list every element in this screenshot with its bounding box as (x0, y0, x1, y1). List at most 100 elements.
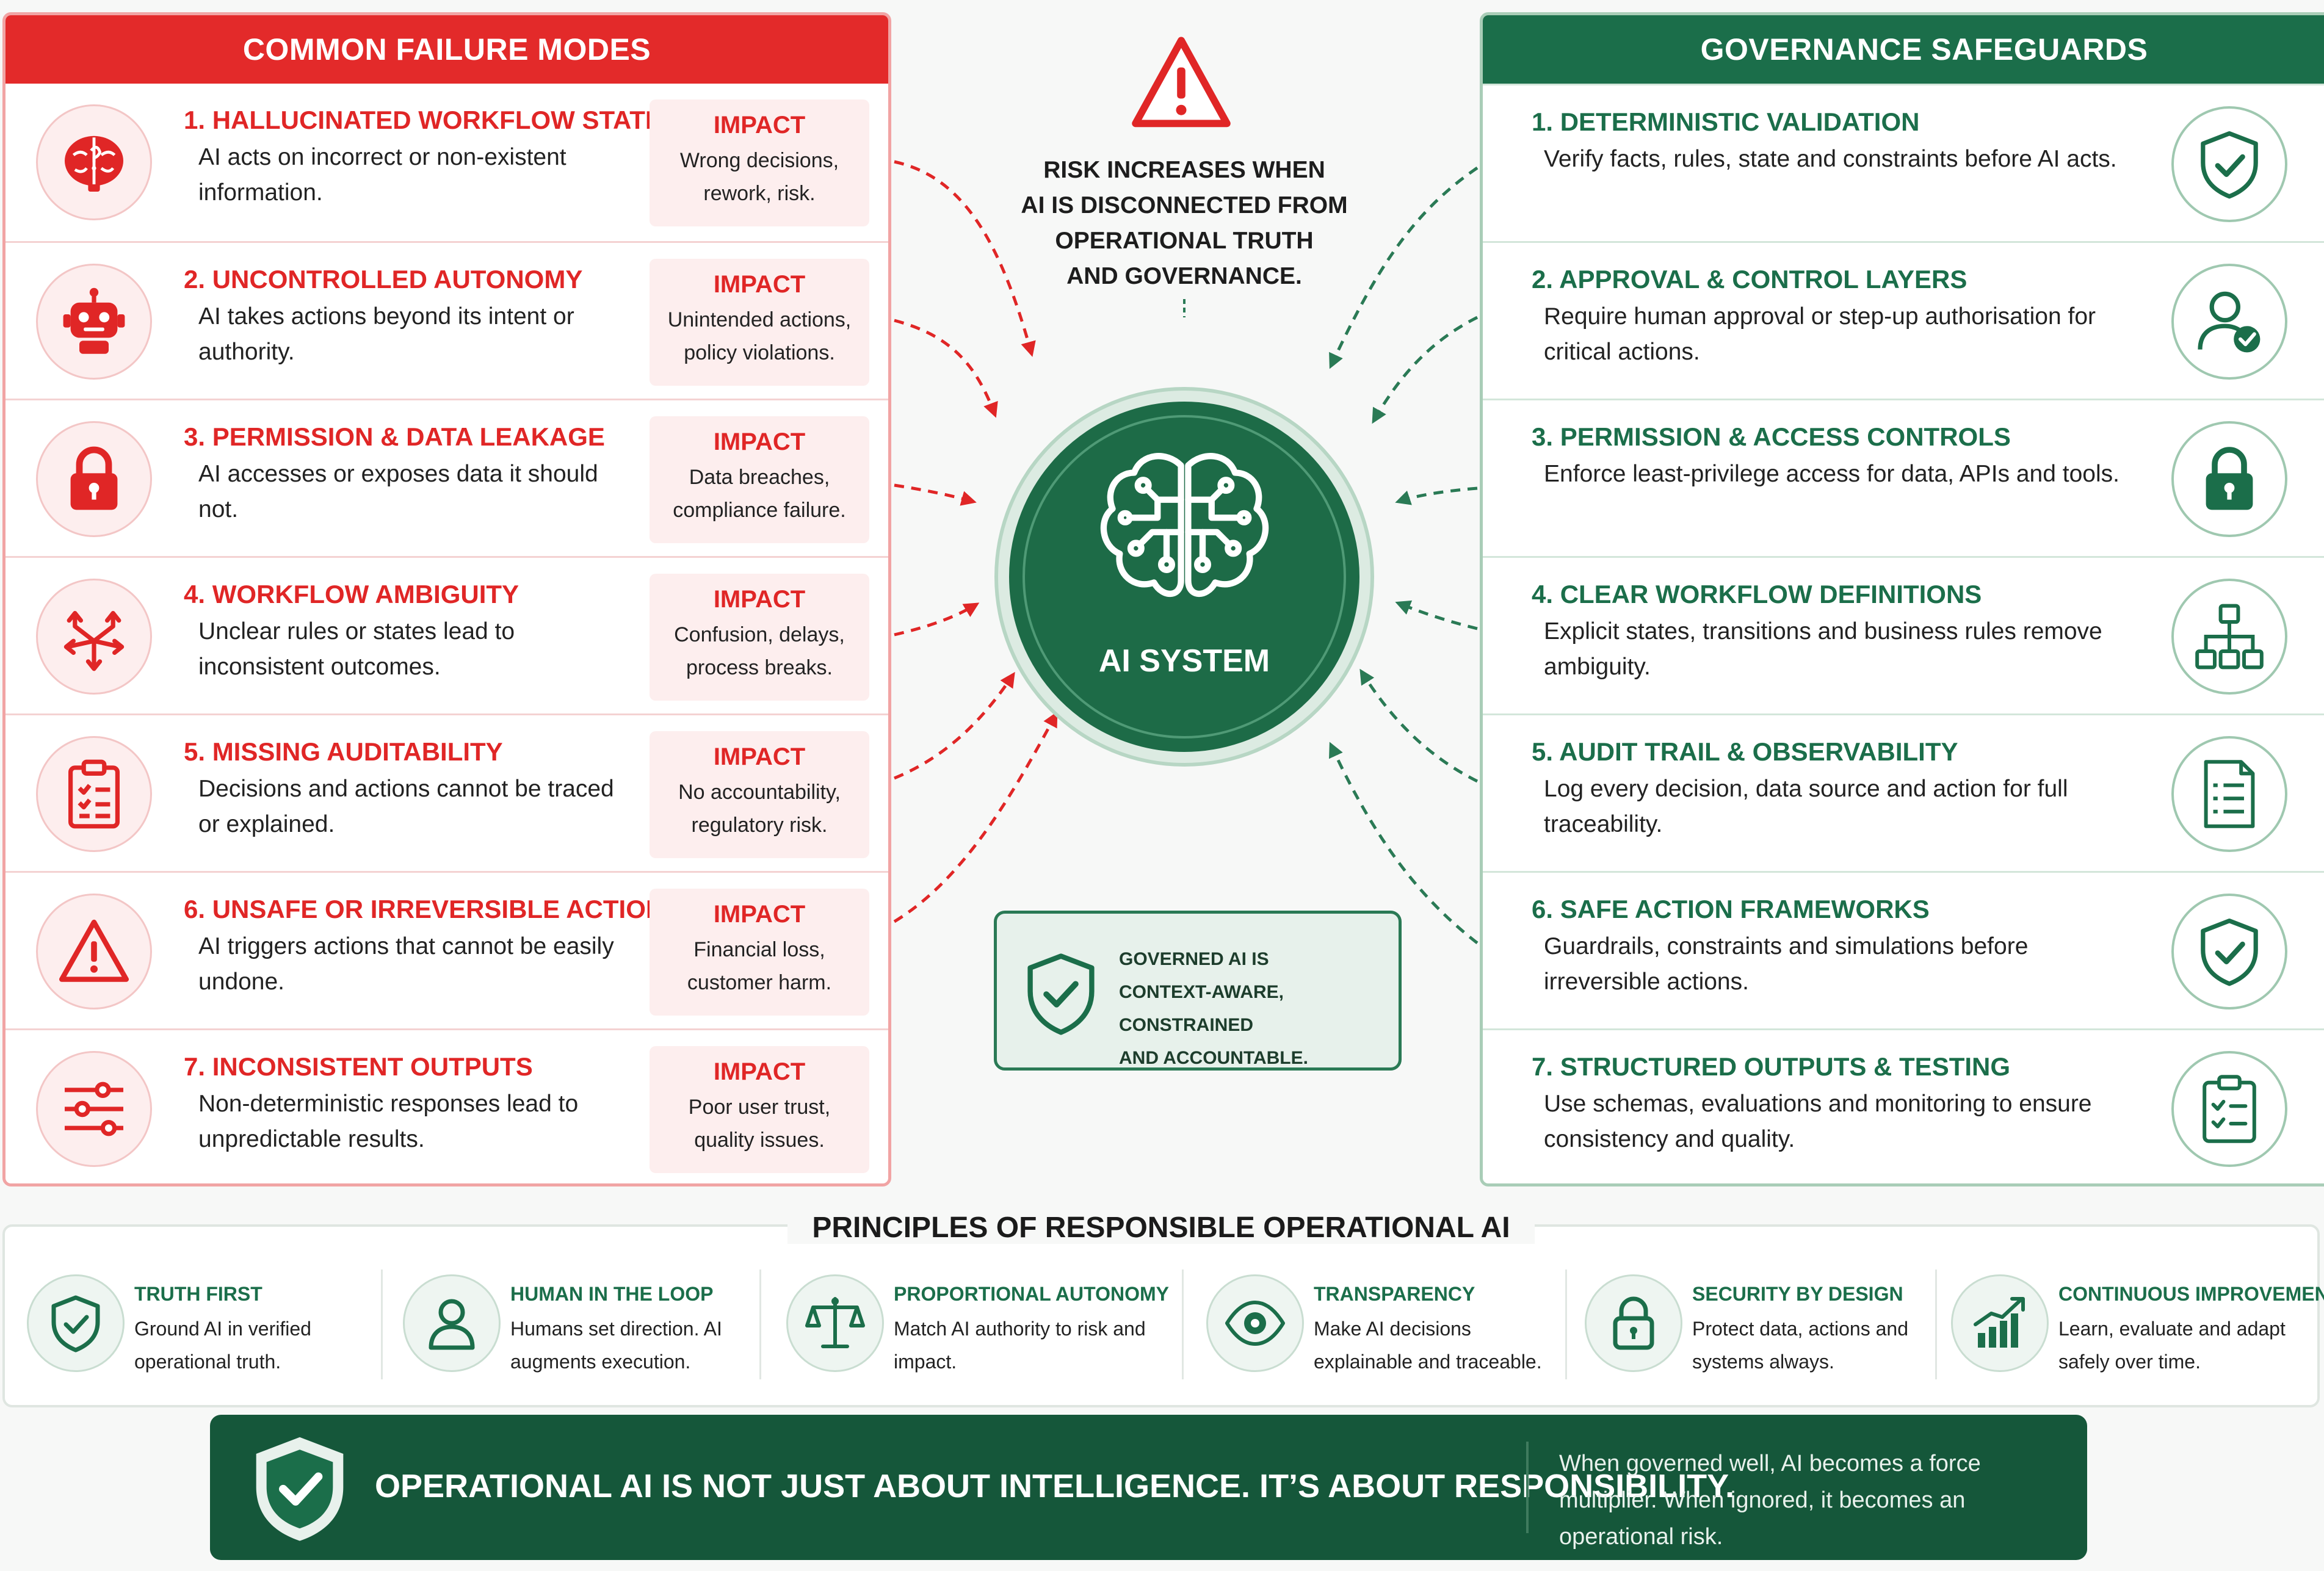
shield-check-icon (2171, 894, 2287, 1009)
principle-text: Learn, evaluate and adapt safely over ti… (2058, 1318, 2286, 1373)
hub-ring (1023, 415, 1346, 739)
safeguard-title: 6. SAFE ACTION FRAMEWORKS (1532, 895, 1930, 923)
impact-box: IMPACT Unintended actions, policy violat… (650, 259, 869, 386)
safeguard-title: 3. PERMISSION & ACCESS CONTROLS (1532, 422, 2011, 451)
failure-row: 2. UNCONTROLLED AUTONOMY AI takes action… (5, 241, 888, 399)
safeguard-title: 2. APPROVAL & CONTROL LAYERS (1532, 265, 1967, 294)
lock-icon (2171, 421, 2287, 537)
impact-box: IMPACT Wrong decisions, rework, risk. (650, 99, 869, 226)
principle-text: Humans set direction. AI augments execut… (510, 1318, 722, 1373)
principles-panel: PRINCIPLES OF RESPONSIBLE OPERATIONAL AI… (2, 1212, 2324, 1407)
principle-divider (1565, 1269, 1567, 1379)
scales-icon (786, 1274, 884, 1372)
banner-divider (1526, 1442, 1529, 1533)
clipboard-icon (36, 736, 152, 852)
impact-text: Confusion, delays, process breaks. (674, 623, 845, 679)
principle-title: SECURITY BY DESIGN (1692, 1283, 1903, 1305)
principles-heading: PRINCIPLES OF RESPONSIBLE OPERATIONAL AI (787, 1212, 1535, 1244)
impact-text: Financial loss, customer harm. (687, 938, 832, 994)
failure-row: 1. HALLUCINATED WORKFLOW STATE AI acts o… (5, 84, 888, 241)
shield-check-icon (1027, 953, 1095, 1035)
safeguard-description: Explicit states, transitions and busines… (1544, 618, 2102, 680)
safeguard-title: 7. STRUCTURED OUTPUTS & TESTING (1532, 1052, 2011, 1081)
principle-text: Match AI authority to risk and impact. (894, 1318, 1146, 1373)
principle-item: TRANSPARENCY Make AI decisions explainab… (1184, 1269, 1551, 1385)
principle-divider (381, 1269, 383, 1379)
failure-modes-heading: COMMON FAILURE MODES (5, 15, 888, 84)
safeguard-title: 5. AUDIT TRAIL & OBSERVABILITY (1532, 737, 1958, 766)
warning-icon (36, 894, 152, 1009)
impact-box: IMPACT Data breaches, compliance failure… (650, 416, 869, 543)
failure-row: 7. INCONSISTENT OUTPUTS Non-deterministi… (5, 1028, 888, 1183)
impact-label: IMPACT (713, 428, 806, 455)
safeguard-row: 7. STRUCTURED OUTPUTS & TESTING Use sche… (1483, 1028, 2324, 1183)
principle-text: Protect data, actions and systems always… (1692, 1318, 1908, 1373)
impact-label: IMPACT (713, 586, 806, 613)
principle-title: PROPORTIONAL AUTONOMY (894, 1283, 1169, 1305)
failure-title: 5. MISSING AUDITABILITY (184, 737, 503, 766)
impact-label: IMPACT (713, 1058, 806, 1085)
principle-text: Ground AI in verified operational truth. (134, 1318, 311, 1373)
principle-title: HUMAN IN THE LOOP (510, 1283, 714, 1305)
failure-title: 6. UNSAFE OR IRREVERSIBLE ACTIONS (184, 895, 682, 923)
principle-item: HUMAN IN THE LOOP Humans set direction. … (381, 1269, 747, 1385)
eye-icon (1206, 1274, 1304, 1372)
failure-row: 6. UNSAFE OR IRREVERSIBLE ACTIONS AI tri… (5, 871, 888, 1028)
ai-system-label: AI SYSTEM (1098, 643, 1270, 679)
document-list-icon (2171, 736, 2287, 852)
principle-title: TRUTH FIRST (134, 1283, 262, 1305)
impact-text: Unintended actions, policy violations. (667, 308, 852, 364)
impact-label: IMPACT (713, 901, 806, 928)
failure-title: 3. PERMISSION & DATA LEAKAGE (184, 422, 605, 451)
shield-check-icon (27, 1274, 125, 1372)
failure-description: Decisions and actions cannot be traced o… (198, 776, 614, 837)
safeguard-row: 5. AUDIT TRAIL & OBSERVABILITY Log every… (1483, 713, 2324, 871)
safeguard-row: 2. APPROVAL & CONTROL LAYERS Require hum… (1483, 241, 2324, 399)
principle-divider (759, 1269, 761, 1379)
impact-text: Poor user trust, quality issues. (688, 1096, 831, 1152)
sliders-icon (36, 1051, 152, 1167)
safeguard-description: Verify facts, rules, state and constrain… (1544, 146, 2117, 172)
failure-description: AI triggers actions that cannot be easil… (198, 933, 614, 995)
principle-title: TRANSPARENCY (1314, 1283, 1475, 1305)
impact-text: Wrong decisions, rework, risk. (679, 149, 839, 205)
lock-icon (1585, 1274, 1682, 1372)
safeguards-heading: GOVERNANCE SAFEGUARDS (1483, 15, 2324, 84)
shield-check-icon (256, 1437, 344, 1541)
governed-ai-callout: GOVERNED AI IS CONTEXT-AWARE, CONSTRAINE… (994, 911, 1402, 1071)
safeguard-row: 6. SAFE ACTION FRAMEWORKS Guardrails, co… (1483, 871, 2324, 1028)
ai-system-hub: AI SYSTEM (998, 391, 1370, 763)
safeguard-row: 1. DETERMINISTIC VALIDATION Verify facts… (1483, 84, 2324, 241)
failure-title: 7. INCONSISTENT OUTPUTS (184, 1052, 533, 1081)
failure-row: 5. MISSING AUDITABILITY Decisions and ac… (5, 713, 888, 871)
person-icon (403, 1274, 501, 1372)
principles-heading-wrap: PRINCIPLES OF RESPONSIBLE OPERATIONAL AI (5, 1211, 2317, 1244)
safeguard-description: Use schemas, evaluations and monitoring … (1544, 1091, 2092, 1152)
failure-title: 4. WORKFLOW AMBIGUITY (184, 580, 519, 609)
clipboard-check-icon (2171, 1051, 2287, 1167)
failure-modes-panel: COMMON FAILURE MODES 1. HALLUCINATED WOR… (2, 12, 891, 1186)
risk-statement: RISK INCREASES WHEN AI IS DISCONNECTED F… (1021, 157, 1348, 289)
safeguard-row: 4. CLEAR WORKFLOW DEFINITIONS Explicit s… (1483, 556, 2324, 713)
failure-description: AI acts on incorrect or non-existent inf… (198, 144, 567, 206)
user-check-icon (2171, 264, 2287, 380)
safeguard-description: Log every decision, data source and acti… (1544, 776, 2068, 837)
principle-item: CONTINUOUS IMPROVEMENT Learn, evaluate a… (1929, 1269, 2324, 1385)
robot-icon (36, 264, 152, 380)
principle-title: CONTINUOUS IMPROVEMENT (2058, 1283, 2324, 1305)
lock-icon (36, 421, 152, 537)
circuit-brain-icon (1100, 453, 1269, 598)
growth-chart-icon (1951, 1274, 2049, 1372)
safeguard-title: 4. CLEAR WORKFLOW DEFINITIONS (1532, 580, 1982, 609)
principle-divider (1935, 1269, 1937, 1379)
impact-box: IMPACT Poor user trust, quality issues. (650, 1046, 869, 1173)
impact-box: IMPACT Financial loss, customer harm. (650, 889, 869, 1016)
principle-item: TRUTH FIRST Ground AI in verified operat… (5, 1269, 371, 1385)
impact-label: IMPACT (713, 271, 806, 298)
warning-icon (1129, 34, 1233, 132)
responsibility-banner: OPERATIONAL AI IS NOT JUST ABOUT INTELLI… (210, 1415, 2087, 1560)
failure-row: 3. PERMISSION & DATA LEAKAGE AI accesses… (5, 399, 888, 556)
safeguard-description: Guardrails, constraints and simulations … (1544, 933, 2029, 995)
principle-divider (1182, 1269, 1184, 1379)
impact-label: IMPACT (713, 112, 806, 139)
